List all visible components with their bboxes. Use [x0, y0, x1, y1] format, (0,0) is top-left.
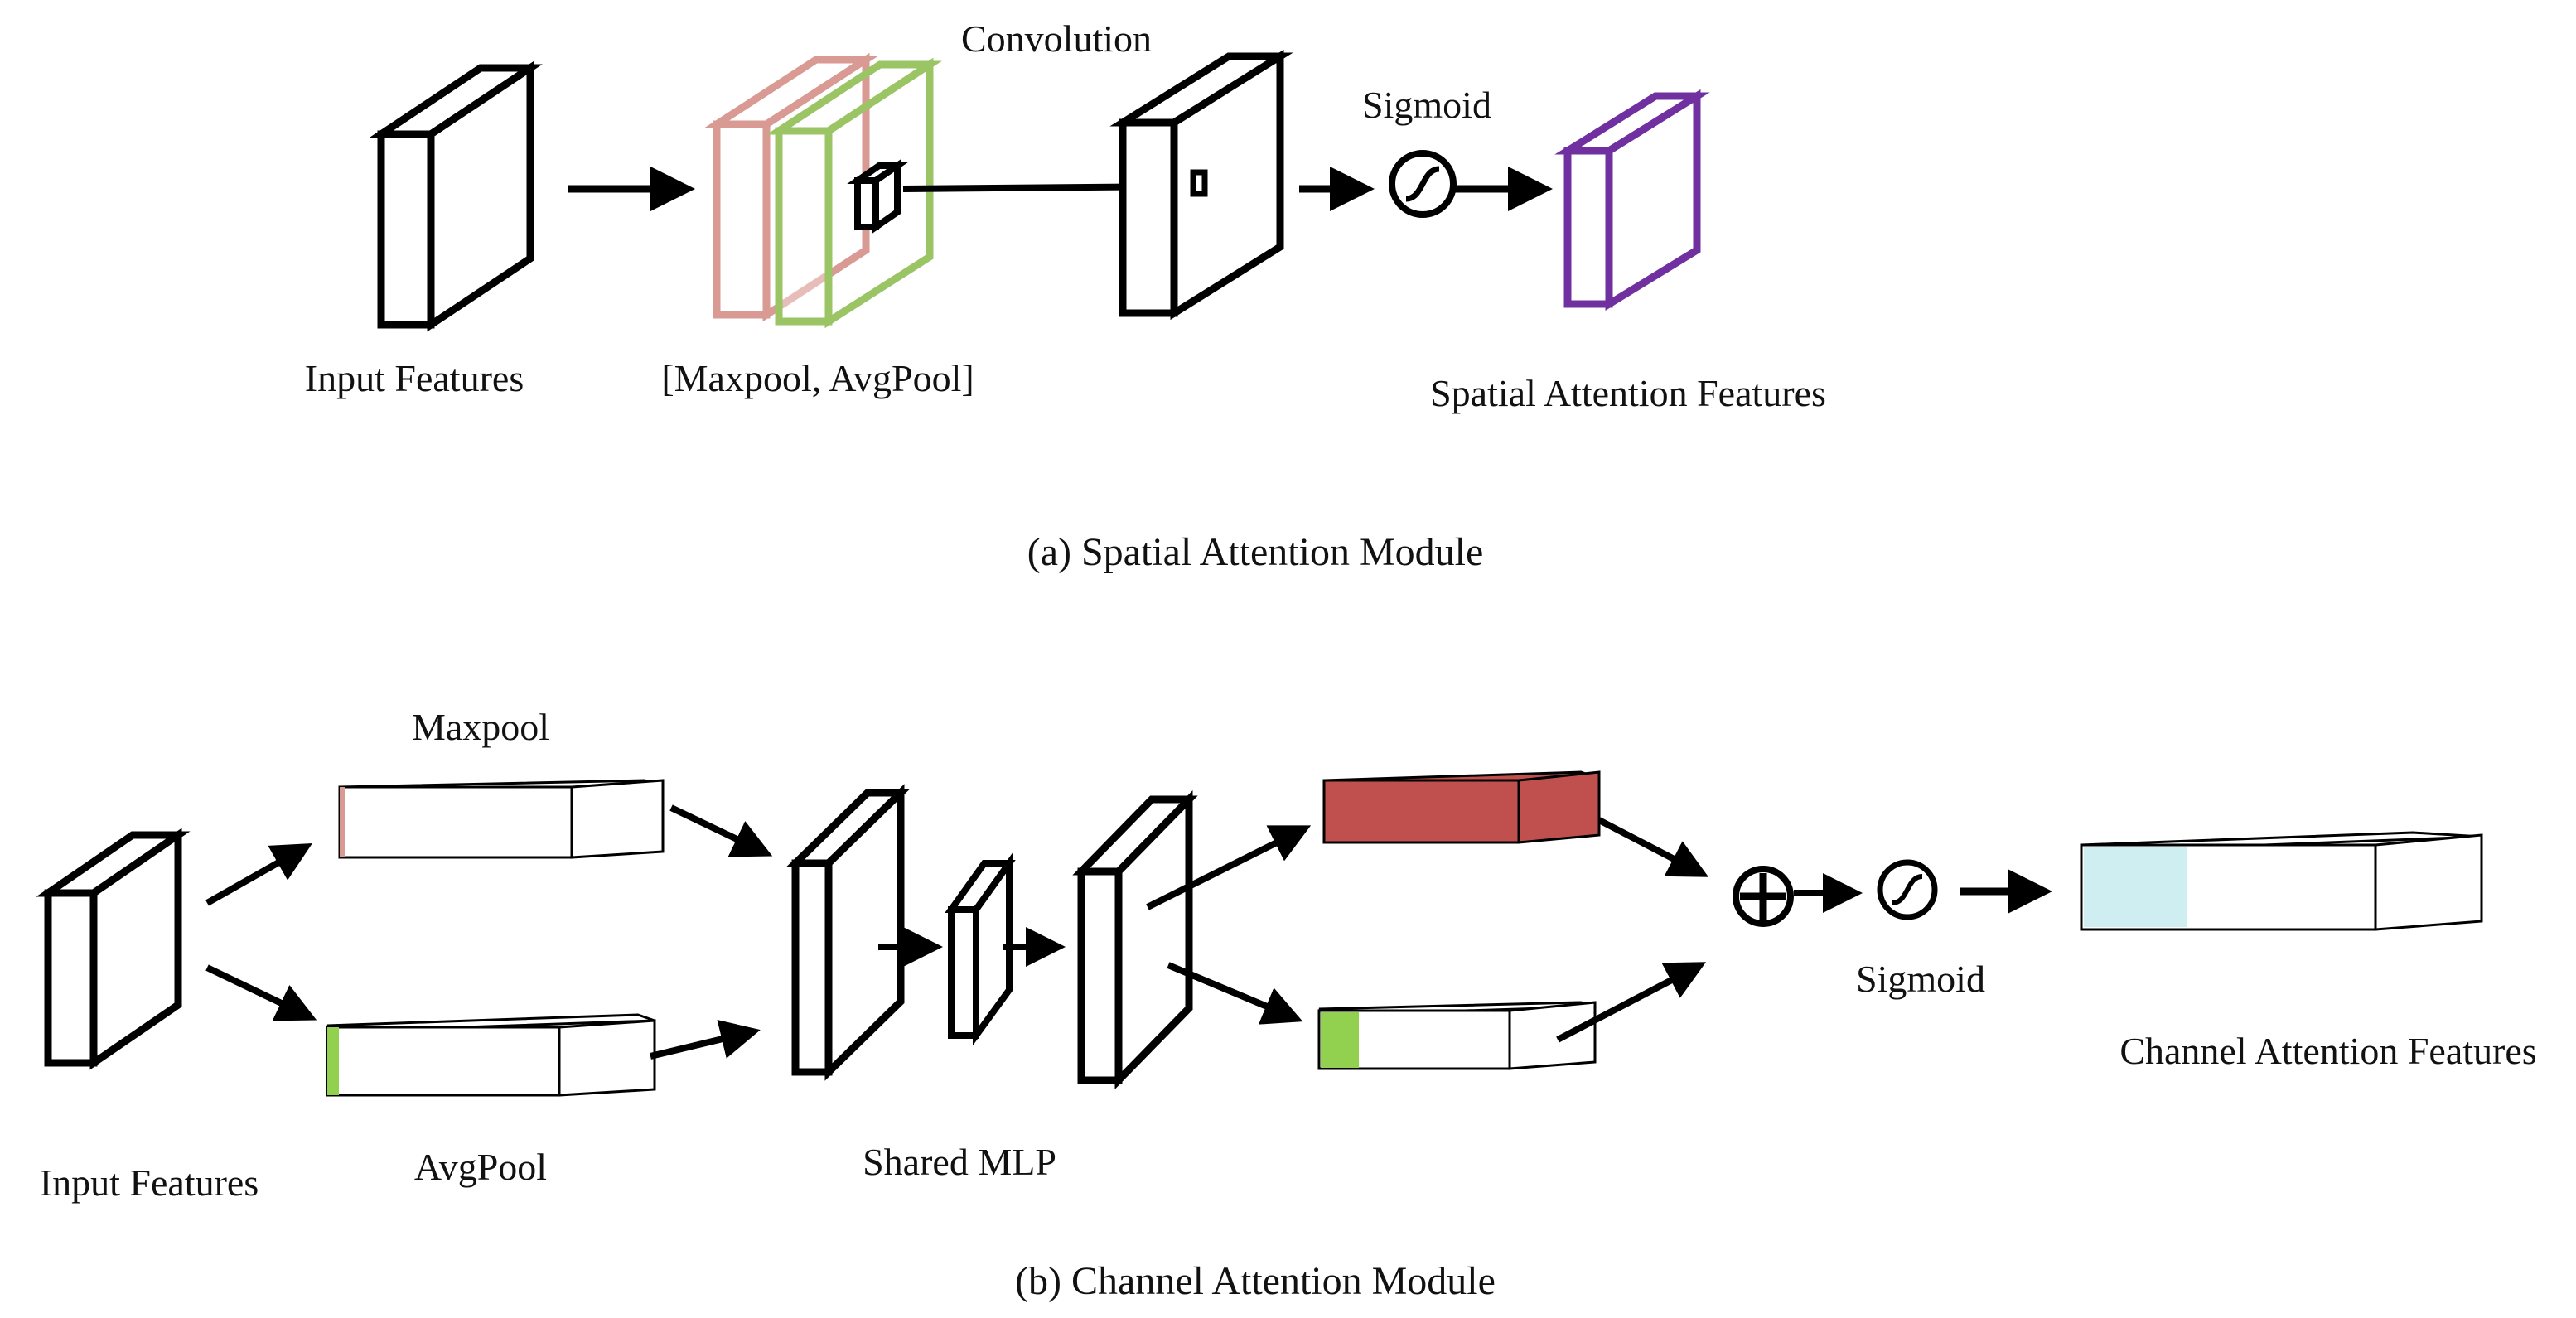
avgpool-mlp-output [1317, 1001, 1597, 1070]
sigmoid-icon [1877, 859, 1938, 920]
spatial-output-label: Spatial Attention Features [1430, 372, 1826, 414]
maxpool-layer [703, 52, 879, 322]
spatial-input-block [369, 60, 543, 332]
convolution-kernel [847, 159, 908, 234]
channel-output-label: Channel Attention Features [2119, 1030, 2536, 1072]
mlp-hidden-layer [945, 852, 1016, 1046]
arrow-green-to-sum [1556, 962, 1707, 1043]
arrow-avgpool-to-mlp [650, 1019, 761, 1060]
maxpool-label: Maxpool [412, 706, 549, 748]
shared-mlp-label: Shared MLP [863, 1141, 1056, 1183]
convolution-output-block [1109, 49, 1293, 321]
plus-circle-icon [1733, 866, 1794, 927]
channel-attention-output [2080, 831, 2483, 931]
mlp-layer-1 [785, 784, 911, 1081]
channel-input-label: Input Features [40, 1161, 259, 1204]
mlp-layer-3 [1072, 789, 1198, 1090]
arrow-to-maxpool [205, 843, 312, 906]
avgpool-layer [766, 57, 943, 329]
spatial-caption: (a) Spatial Attention Module [1027, 530, 1484, 574]
arrow-red-to-sum [1597, 817, 1709, 877]
pool-label: [Maxpool, AvgPool] [661, 357, 974, 399]
sigmoid-icon [1389, 150, 1457, 218]
arrow-mlp-to-green [1167, 962, 1303, 1025]
arrow-mlp-to-red [1146, 825, 1312, 910]
spatial-attention-output-block [1554, 89, 1710, 311]
channel-input-block [36, 828, 191, 1070]
channel-sigmoid-label: Sigmoid [1856, 958, 1985, 1000]
channel-caption: (b) Channel Attention Module [1015, 1259, 1496, 1303]
avgpool-vector [326, 1013, 656, 1097]
spatial-sigmoid-label: Sigmoid [1362, 84, 1491, 126]
maxpool-vector [338, 779, 665, 859]
spatial-attention-module: Input Features [Maxpool, AvgPool] Convol… [305, 17, 1826, 574]
maxpool-mlp-output [1322, 770, 1601, 844]
arrow-maxpool-to-mlp [669, 804, 773, 857]
channel-attention-module: Input Features Maxpool AvgPool [36, 706, 2537, 1303]
spatial-input-label: Input Features [305, 357, 524, 399]
arrow-to-avgpool [205, 964, 317, 1021]
convolution-label: Convolution [961, 17, 1152, 60]
avgpool-label: AvgPool [414, 1146, 547, 1188]
